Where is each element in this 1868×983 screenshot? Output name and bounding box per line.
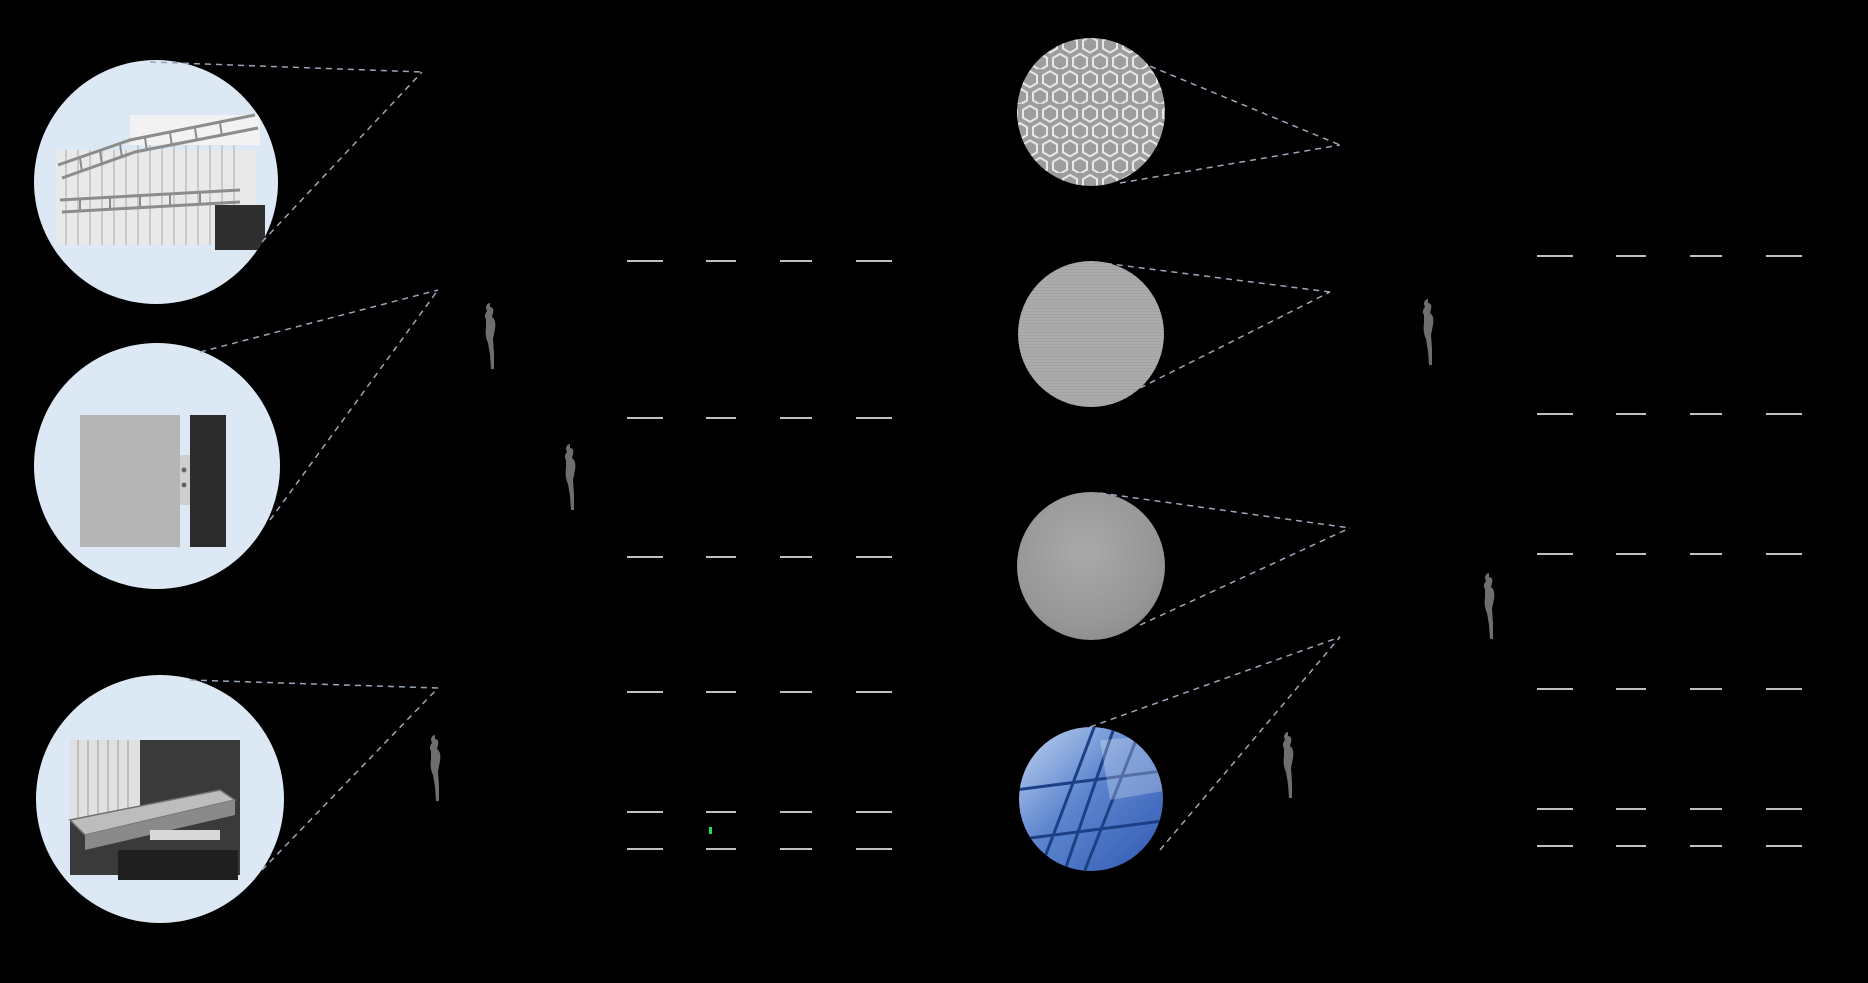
swatch-concrete [1017, 492, 1165, 640]
green-marker [709, 827, 712, 834]
scale-figure-4-human-figure-icon [1422, 299, 1434, 365]
level-lines-left [627, 260, 892, 850]
base-rail-detail-icon [68, 740, 240, 880]
scale-figures [429, 299, 1495, 801]
swatch-brushed-metal [1018, 261, 1164, 407]
blue-glass-facade-texture-icon [1019, 727, 1163, 871]
scale-figure-3-human-figure-icon [429, 735, 441, 801]
swatch-blue-glass [1019, 727, 1163, 871]
leader-lines-right [1089, 61, 1351, 851]
level-lines-right [1537, 255, 1802, 847]
scale-figure-6-human-figure-icon [1282, 732, 1294, 798]
detail-bubble-base-rail [36, 675, 294, 934]
swatch-hexagon-mesh [1017, 38, 1165, 186]
scale-figure-2-human-figure-icon [564, 444, 576, 510]
concrete-texture-icon [1017, 492, 1165, 640]
scale-figure-5-human-figure-icon [1483, 573, 1495, 639]
detail-bubble-panel-joint [34, 343, 291, 600]
brushed-metal-texture-icon [1018, 261, 1164, 407]
scale-figure-1-human-figure-icon [484, 303, 496, 369]
hexagon-mesh-texture-icon [1017, 38, 1165, 186]
roof-truss-detail-icon [56, 113, 265, 250]
leader-lines-left [149, 61, 439, 871]
panel-joint-detail-icon [80, 415, 226, 547]
detail-bubble-roof-frame [34, 60, 289, 315]
